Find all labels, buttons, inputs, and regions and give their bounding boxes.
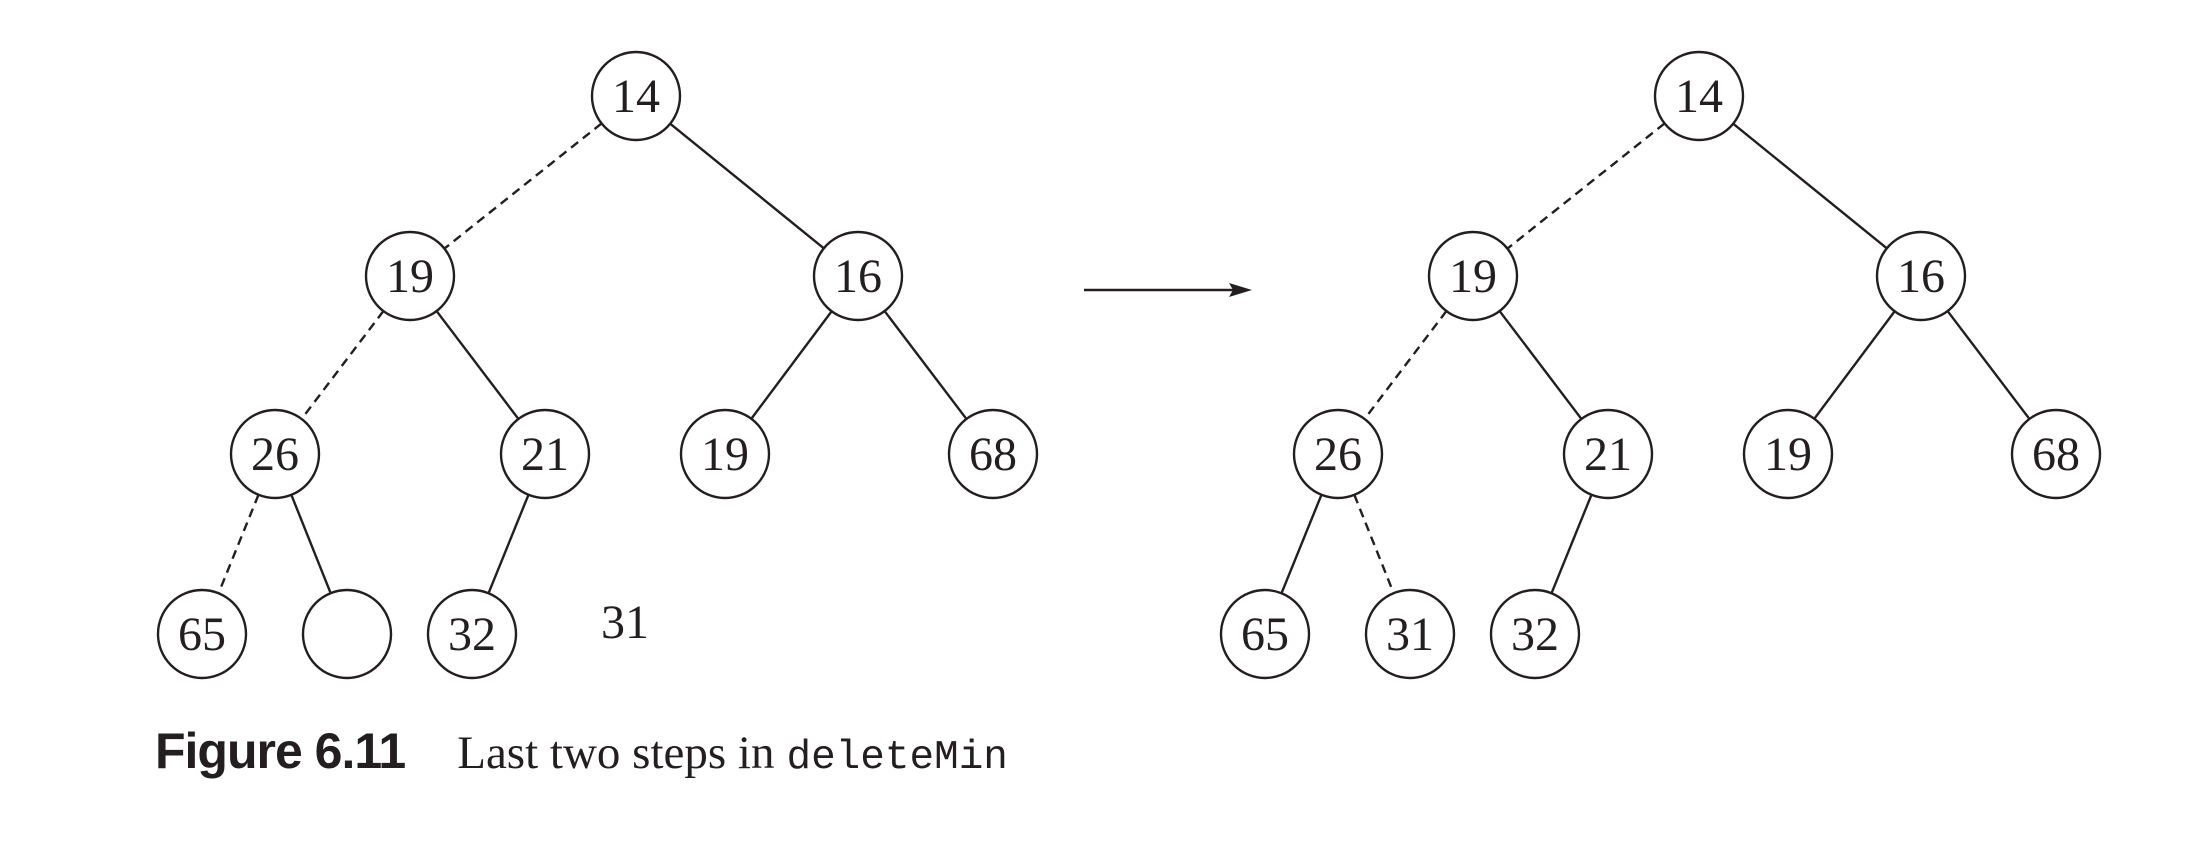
tree-edge-solid — [1550, 494, 1593, 594]
node-label: 16 — [1897, 250, 1945, 303]
caption-text: Last two steps in — [457, 727, 775, 779]
tree-edge-solid — [290, 494, 332, 594]
heap-node-65: 65 — [156, 588, 248, 680]
node-circle — [1875, 230, 1967, 322]
heap-node-26: 26 — [229, 408, 321, 500]
node-label: 14 — [612, 70, 660, 123]
node-circle — [1427, 230, 1519, 322]
tree-edge-dashed — [1506, 122, 1666, 250]
tree-edge-solid — [750, 310, 833, 420]
tree-edge-dashed — [1363, 310, 1448, 420]
node-circle — [1489, 588, 1581, 680]
node-label: 65 — [1241, 608, 1289, 661]
tree-edge-dashed — [1353, 494, 1395, 594]
heap-node-19: 19 — [679, 408, 771, 500]
heap-node-32: 32 — [426, 588, 518, 680]
node-label: 26 — [1314, 428, 1362, 481]
node-label: 68 — [969, 428, 1017, 481]
transition-arrow — [1084, 283, 1252, 297]
right-tree: 14 19 16 26 21 19 68 65 31 32 — [1219, 50, 2102, 680]
node-circle — [1219, 588, 1311, 680]
caption-label: Figure 6.11 — [155, 723, 406, 779]
node-circle — [499, 408, 591, 500]
heap-node-32: 32 — [1489, 588, 1581, 680]
node-label: 21 — [1584, 428, 1632, 481]
heap-hole — [301, 588, 393, 680]
node-circle — [2010, 408, 2102, 500]
heap-node-21: 21 — [1562, 408, 1654, 500]
heap-node-31: 31 — [1364, 588, 1456, 680]
node-circle — [679, 408, 771, 500]
node-label: 19 — [1449, 250, 1497, 303]
heap-node-68: 68 — [947, 408, 1039, 500]
node-label: 26 — [251, 428, 299, 481]
node-circle — [364, 230, 456, 322]
tree-edge-solid — [883, 310, 968, 420]
node-circle — [1364, 588, 1456, 680]
heap-node-68: 68 — [2010, 408, 2102, 500]
heap-node-21: 21 — [499, 408, 591, 500]
node-circle — [426, 588, 518, 680]
node-circle — [812, 230, 904, 322]
node-label: 19 — [386, 250, 434, 303]
node-label: 68 — [2032, 428, 2080, 481]
left-tree: 14 19 16 26 21 19 68 65 32 — [156, 50, 1039, 680]
tree-edge-dashed — [217, 494, 260, 594]
tree-edge-dashed — [443, 122, 603, 250]
node-label: 14 — [1675, 70, 1723, 123]
heap-figure: 14 19 16 26 21 19 68 65 32 31 14 19 16 26 21 19 68 65 31… — [156, 50, 2102, 680]
tree-edge-solid — [1946, 310, 2031, 420]
heap-node-65: 65 — [1219, 588, 1311, 680]
heap-node-19: 19 — [1742, 408, 1834, 500]
node-circle — [1653, 50, 1745, 142]
tree-edge-solid — [435, 310, 520, 420]
heap-node-19: 19 — [1427, 230, 1519, 322]
node-circle — [1292, 408, 1384, 500]
tree-edge-solid — [669, 122, 825, 250]
heap-node-16: 16 — [812, 230, 904, 322]
caption-code: deleteMin — [786, 735, 1008, 781]
heap-node-26: 26 — [1292, 408, 1384, 500]
tree-edge-solid — [1498, 310, 1583, 420]
node-circle — [947, 408, 1039, 500]
heap-node-19: 19 — [364, 230, 456, 322]
heap-node-14: 14 — [1653, 50, 1745, 142]
node-circle — [301, 588, 393, 680]
tree-edge-solid — [1280, 494, 1323, 594]
node-label: 21 — [521, 428, 569, 481]
node-label: 32 — [1511, 608, 1559, 661]
heap-node-16: 16 — [1875, 230, 1967, 322]
tree-edge-dashed — [300, 310, 385, 420]
node-label: 19 — [701, 428, 749, 481]
node-label: 65 — [178, 608, 226, 661]
heap-node-14: 14 — [590, 50, 682, 142]
node-circle — [156, 588, 248, 680]
figure-caption: Figure 6.11 Last two steps in deleteMin — [155, 722, 1008, 802]
tree-edge-solid — [1732, 122, 1888, 250]
node-label: 19 — [1764, 428, 1812, 481]
node-circle — [590, 50, 682, 142]
node-label: 32 — [448, 608, 496, 661]
floating-value-31: 31 — [601, 596, 649, 649]
node-circle — [1742, 408, 1834, 500]
node-label: 16 — [834, 250, 882, 303]
node-circle — [1562, 408, 1654, 500]
node-label: 31 — [1386, 608, 1434, 661]
tree-edge-solid — [487, 494, 530, 594]
tree-edge-solid — [1813, 310, 1896, 420]
node-circle — [229, 408, 321, 500]
